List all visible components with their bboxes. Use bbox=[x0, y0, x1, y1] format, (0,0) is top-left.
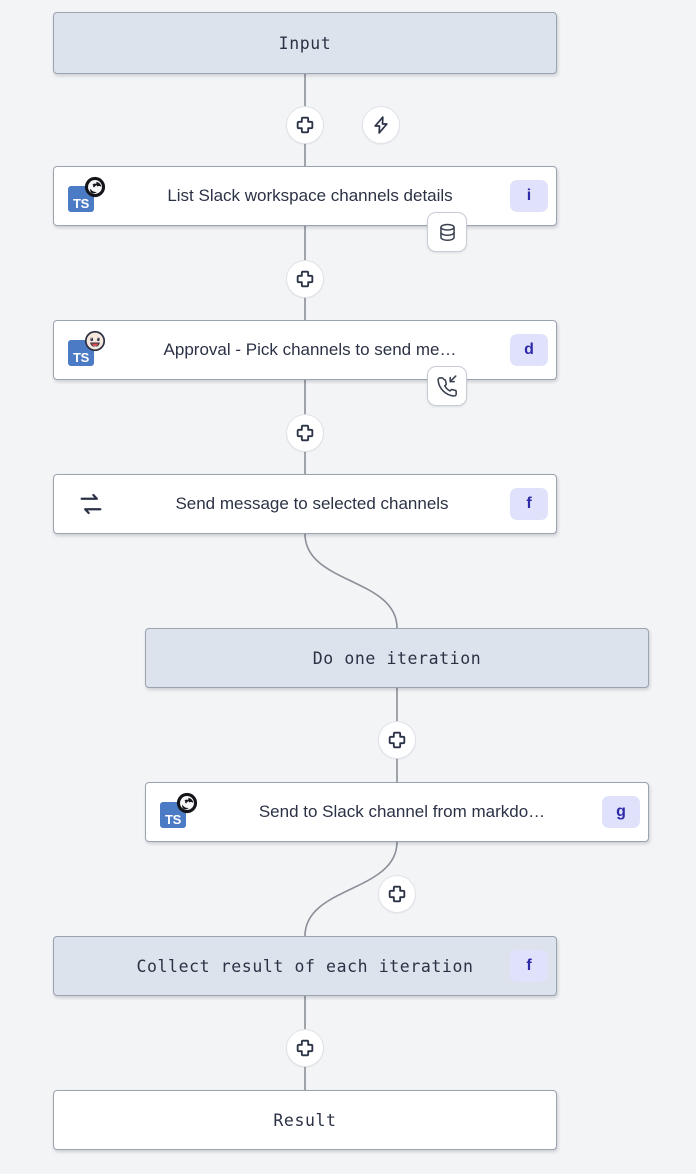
send-message-forloop-node-label: Send message to selected channels bbox=[175, 494, 449, 513]
do-one-iteration-node[interactable]: Do one iteration bbox=[145, 628, 649, 688]
list-slack-channels-node[interactable]: TS List Slack workspace channels details i bbox=[53, 166, 557, 226]
do-one-iteration-node-label: Do one iteration bbox=[312, 648, 482, 668]
node-id-chip[interactable]: g bbox=[602, 796, 640, 828]
add-step-button-6[interactable] bbox=[286, 1029, 324, 1067]
lightning-icon bbox=[371, 115, 391, 135]
phone-incoming-icon bbox=[436, 375, 458, 397]
collect-result-node-label: Collect result of each iteration bbox=[136, 956, 474, 976]
node-id-chip[interactable]: d bbox=[510, 334, 548, 366]
node-id-chip[interactable]: f bbox=[510, 950, 548, 982]
typescript-approval-icon: TS bbox=[64, 330, 110, 370]
approval-node[interactable]: TS Approval - Pick channels to send me… d bbox=[53, 320, 557, 380]
loop-icon bbox=[77, 490, 105, 518]
slack-badge-icon bbox=[176, 792, 198, 814]
add-step-button-1[interactable] bbox=[286, 106, 324, 144]
add-step-button-4[interactable] bbox=[378, 721, 416, 759]
collect-result-node[interactable]: Collect result of each iteration f bbox=[53, 936, 557, 996]
send-to-slack-channel-node-label: Send to Slack channel from markdo… bbox=[258, 802, 546, 821]
typescript-slack-icon: TS bbox=[64, 176, 110, 216]
node-id-chip[interactable]: f bbox=[510, 488, 548, 520]
plus-icon bbox=[295, 1038, 315, 1058]
list-slack-channels-node-label: List Slack workspace channels details bbox=[167, 186, 453, 205]
add-step-button-5[interactable] bbox=[378, 875, 416, 913]
result-node[interactable]: Result bbox=[53, 1090, 557, 1150]
database-badge[interactable] bbox=[427, 212, 467, 252]
result-node-label: Result bbox=[273, 1110, 337, 1130]
add-trigger-button[interactable] bbox=[362, 106, 400, 144]
approval-node-label: Approval - Pick channels to send me… bbox=[163, 340, 457, 359]
input-node[interactable]: Input bbox=[53, 12, 557, 74]
plus-icon bbox=[295, 115, 315, 135]
add-step-button-2[interactable] bbox=[286, 260, 324, 298]
slack-badge-icon bbox=[84, 176, 106, 198]
send-to-slack-channel-node[interactable]: TS Send to Slack channel from markdo… g bbox=[145, 782, 649, 842]
send-message-forloop-node[interactable]: Send message to selected channels f bbox=[53, 474, 557, 534]
add-step-button-3[interactable] bbox=[286, 414, 324, 452]
input-node-label: Input bbox=[278, 33, 332, 53]
plus-icon bbox=[295, 269, 315, 289]
approval-face-icon bbox=[84, 330, 106, 352]
plus-icon bbox=[387, 884, 407, 904]
loop-icon bbox=[68, 488, 114, 520]
plus-icon bbox=[295, 423, 315, 443]
typescript-slack-icon: TS bbox=[156, 792, 202, 832]
slack-badge-icon bbox=[84, 176, 106, 198]
plus-icon bbox=[387, 730, 407, 750]
slack-badge-icon bbox=[176, 792, 198, 814]
edge-f1-to-iteration bbox=[304, 533, 398, 629]
approval-face-icon bbox=[84, 330, 106, 352]
phone-incoming-badge[interactable] bbox=[427, 366, 467, 406]
database-icon bbox=[437, 222, 458, 243]
node-id-chip[interactable]: i bbox=[510, 180, 548, 212]
